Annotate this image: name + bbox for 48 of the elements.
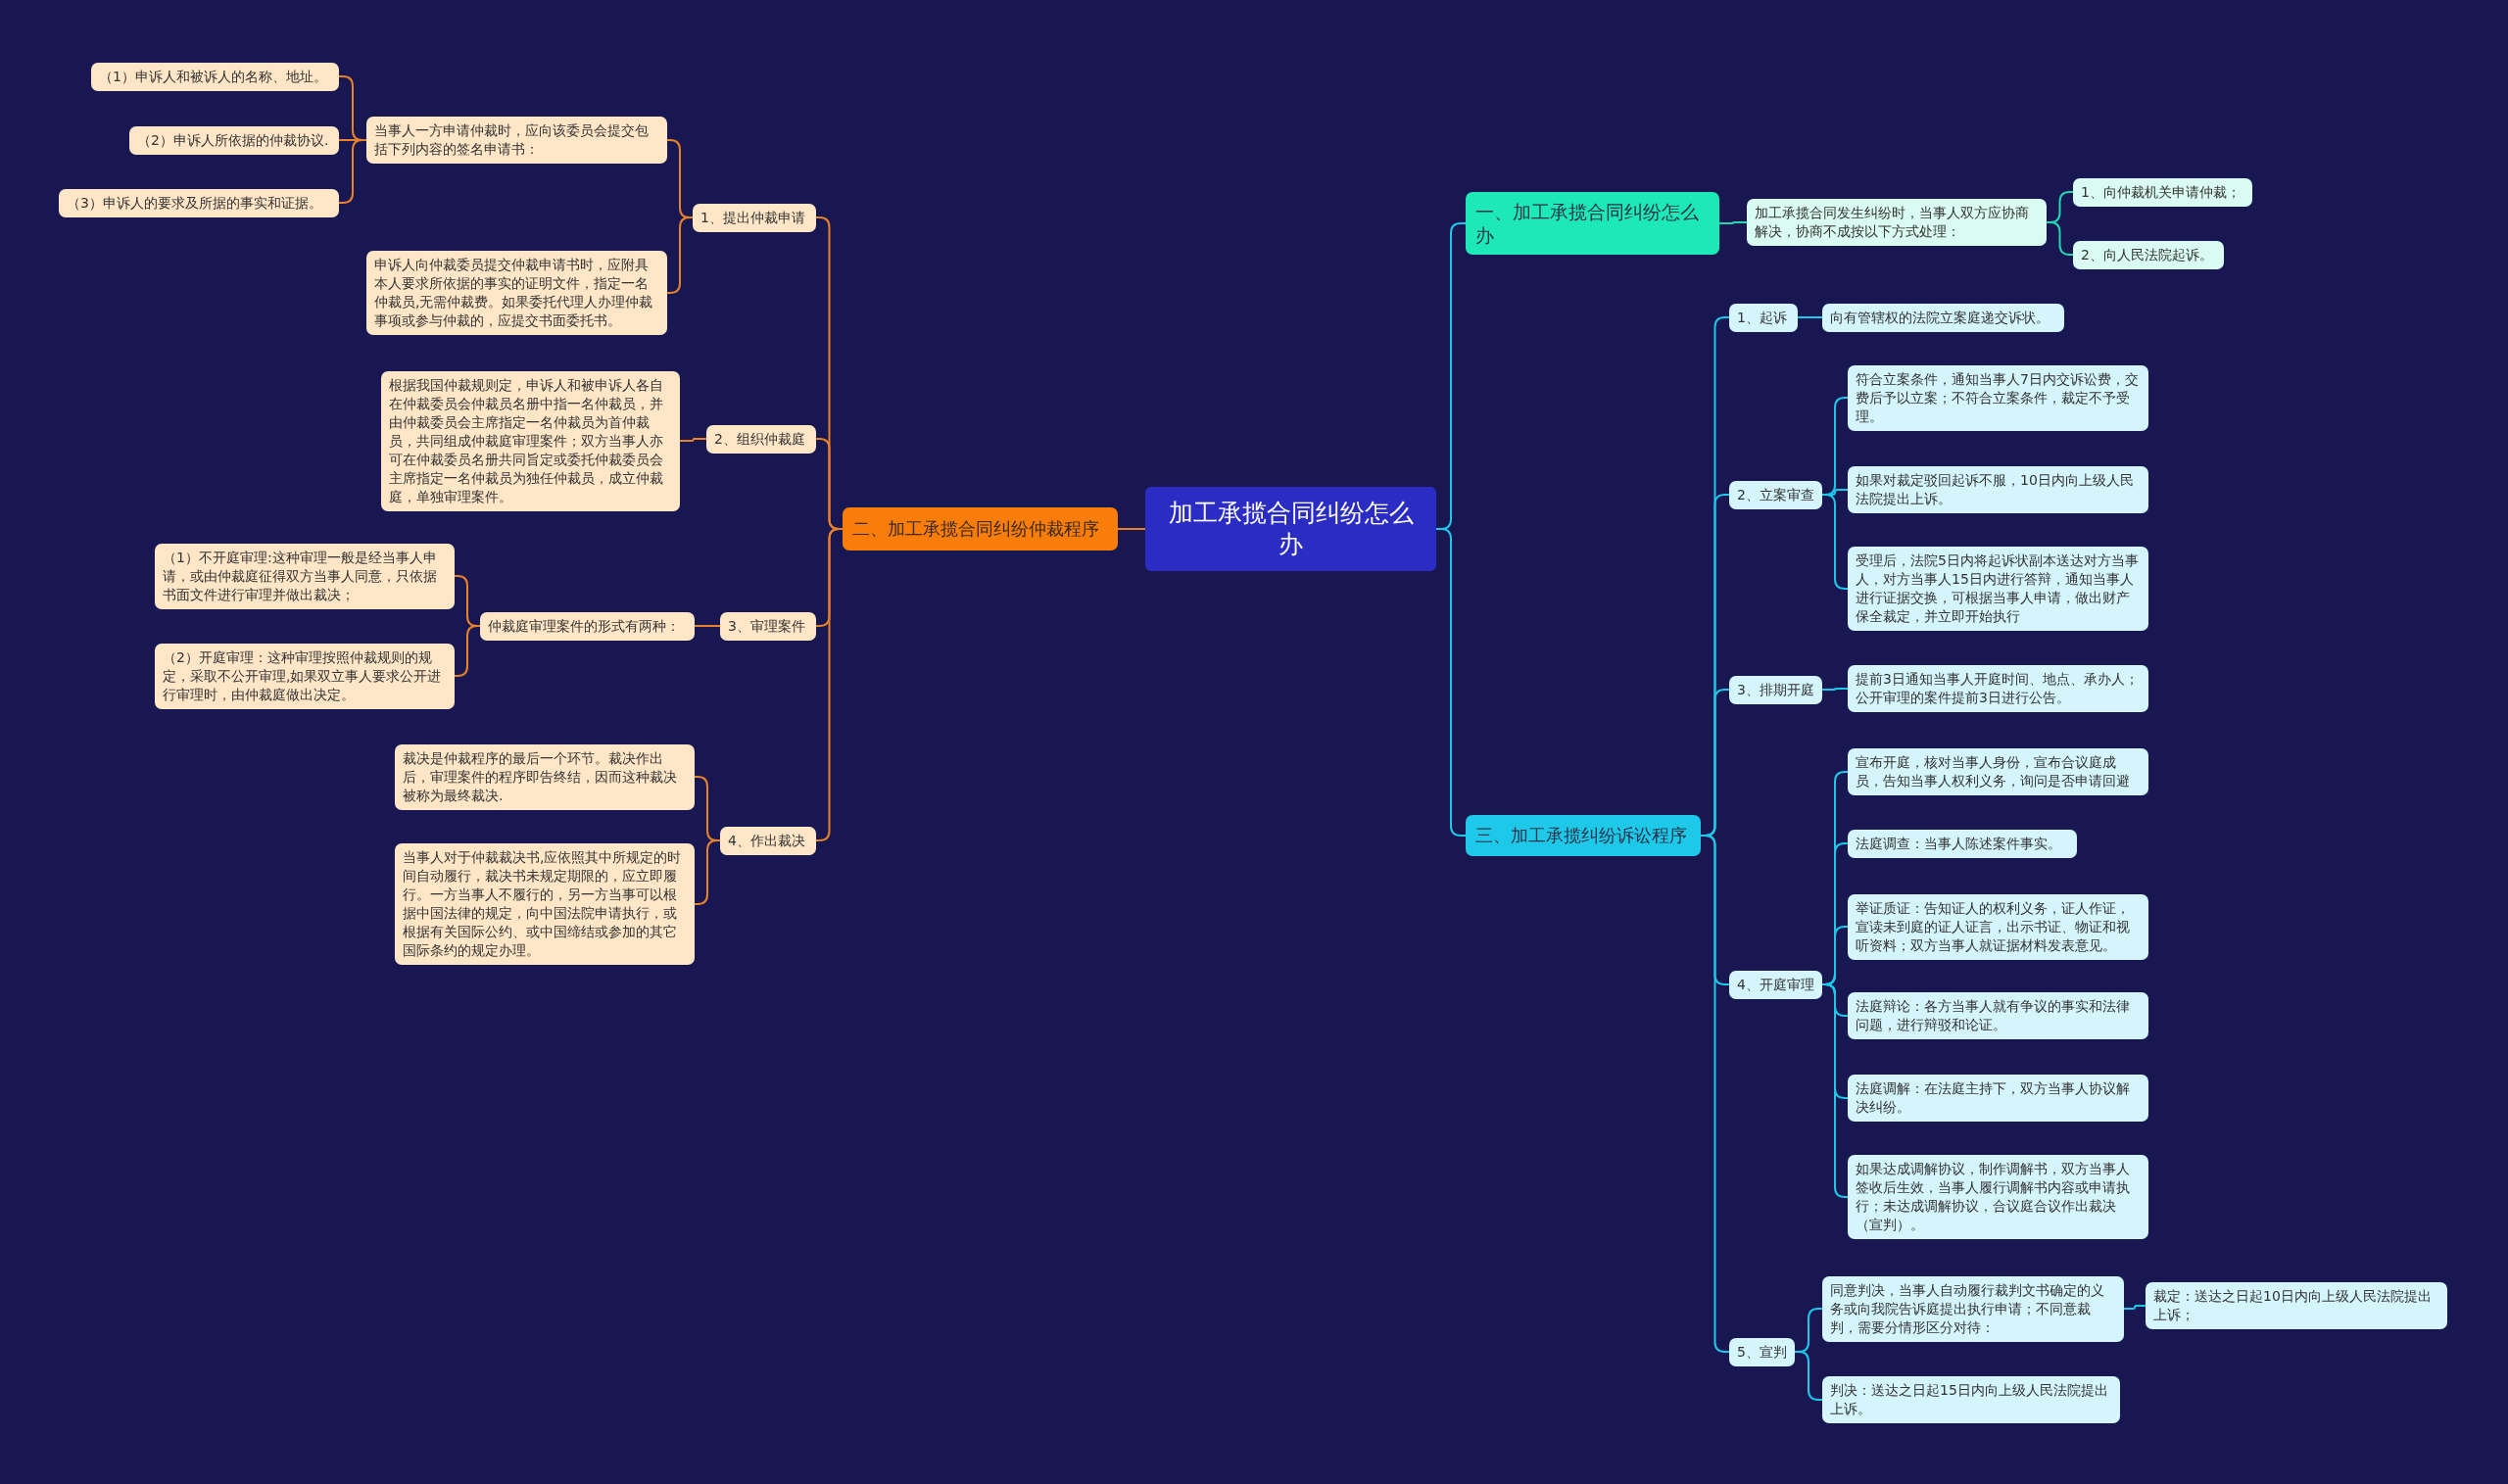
subtopic-box: 根据我国仲裁规则定，申诉人和被申诉人各自在仲裁委员会仲裁员名册中指一名仲裁员，并由仲裁委员会主席指定一名仲裁员为首仲裁员，共同组成仲裁庭审理案件；双方当事人亦可在仲裁委员名册共同旨定或委托仲裁委员会主席指定一名仲裁员为独任仲裁员，成立仲裁庭，单独审理案件。 <box>381 370 680 511</box>
subtopic-box: 宣布开庭，核对当事人身份，宣布合议庭成员，告知当事人权利义务，询问是否申请回避 <box>1848 748 2148 795</box>
connector-line <box>2123 1305 2146 1310</box>
subtopic-box: 符合立案条件，通知当事人7日内交诉讼费，交费后予以立案；不符合立案条件，裁定不予受理。 <box>1848 364 2148 431</box>
connector-line <box>1821 688 1849 691</box>
connector-line <box>694 625 721 627</box>
subtopic-box: 举证质证：告知证人的权利义务，证人作证，宣读未到庭的证人证言，出示书证、物证和视听资料；双方当事人就证据材料发表意见。 <box>1848 893 2148 960</box>
subtopic-box: 裁定：送达之日起10日内向上级人民法院提出上诉； <box>2146 1282 2447 1329</box>
subtopic-box: 向有管辖权的法院立案庭递交诉状。 <box>1822 303 2064 332</box>
subtopic-box: 4、开庭审理 <box>1729 970 1822 999</box>
connector-line <box>679 438 707 442</box>
subtopic-box: 4、作出裁决 <box>720 826 816 855</box>
subtopic-box: （1）不开庭审理:这种审理一般是经当事人申请，或由仲裁庭征得双方当事人同意，只依据书面文件进行审理并做出裁决； <box>155 543 455 609</box>
subtopic-box: 法庭调查：当事人陈述案件事实。 <box>1848 829 2077 858</box>
subtopic-box: （2）开庭审理：这种审理按照仲裁规则的规定，采取不公开审理,如果双立事人要求公开进行审理时，由仲裁庭做出决定。 <box>155 643 455 709</box>
subtopic-box: 5、宣判 <box>1729 1337 1795 1366</box>
subtopic-box: 1、起诉 <box>1729 303 1798 332</box>
subtopic-box: 同意判决，当事人自动履行裁判文书确定的义务或向我院告诉庭提出执行申请；不同意裁判，需要分情形区分对待： <box>1822 1275 2124 1342</box>
connector-line <box>1117 528 1146 530</box>
central-topic-box: 加工承揽合同纠纷怎么办 <box>1145 487 1436 571</box>
connector-line <box>1718 221 1748 224</box>
subtopic-box: 法庭辩论：各方当事人就有争议的事实和法律问题，进行辩驳和论证。 <box>1848 992 2148 1039</box>
subtopic-box: 3、审理案件 <box>720 611 816 641</box>
subtopic-box: 受理后，法院5日内将起诉状副本送达对方当事人，对方当事人15日内进行答辩，通知当事人进行证据交换，可根据当事人申请，做出财产保全裁定，并立即开始执行 <box>1848 547 2148 631</box>
subtopic-box: 3、排期开庭 <box>1729 675 1822 704</box>
subtopic-box: 1、向仲裁机关申请仲裁； <box>2073 177 2252 207</box>
subtopic-box: 法庭调解：在法庭主持下，双方当事人协议解决纠纷。 <box>1848 1075 2148 1122</box>
subtopic-box: 当事人对于仲裁裁决书,应依照其中所规定的时间自动履行，裁决书未规定期限的，应立即履行。一方当事人不履行的，另一方当事可以根据中国法律的规定，向中国法院申请执行，或根据有关国际公约、或中国缔结或参加的其它国际条约的规定办理。 <box>395 843 695 965</box>
subtopic-box: （2）申诉人所依据的仲裁协议. <box>129 125 339 155</box>
subtopic-box: 提前3日通知当事人开庭时间、地点、承办人；公开审理的案件提前3日进行公告。 <box>1848 665 2148 712</box>
subtopic-box: 2、立案审查 <box>1729 480 1822 509</box>
branch-topic-box: 三、加工承揽纠纷诉讼程序 <box>1466 815 1701 856</box>
subtopic-box: 如果对裁定驳回起诉不服，10日内向上级人民法院提出上诉。 <box>1848 466 2148 513</box>
branch-topic-box: 二、加工承揽合同纠纷仲裁程序 <box>843 507 1118 551</box>
subtopic-box: 2、向人民法院起诉。 <box>2073 240 2224 269</box>
branch-topic-box: 一、加工承揽合同纠纷怎么办 <box>1466 192 1719 255</box>
subtopic-box: 加工承揽合同发生纠纷时，当事人双方应协商解决，协商不成按以下方式处理： <box>1747 199 2047 246</box>
subtopic-box: 2、组织仲裁庭 <box>706 424 816 454</box>
subtopic-box: 申诉人向仲裁委员提交仲裁申请书时，应附具本人要求所依据的事实的证明文件，指定一名仲裁员,无需仲裁费。如果委托代理人办理仲裁事项或参与仲裁的，应提交书面委托书。 <box>366 251 667 335</box>
subtopic-box: （1）申诉人和被诉人的名称、地址。 <box>91 62 339 91</box>
subtopic-box: 当事人一方申请仲裁时，应向该委员会提交包括下列内容的签名申请书： <box>366 117 667 164</box>
subtopic-box: （3）申诉人的要求及所据的事实和证据。 <box>59 188 339 217</box>
subtopic-box: 裁决是仲裁程序的最后一个环节。裁决作出后，审理案件的程序即告终结，因而这种裁决被称为最终裁决. <box>395 743 695 810</box>
subtopic-box: 仲裁庭审理案件的形式有两种： <box>480 611 695 641</box>
subtopic-box: 1、提出仲裁申请 <box>693 203 816 232</box>
subtopic-box: 如果达成调解协议，制作调解书，双方当事人签收后生效，当事人履行调解书内容或申请执行；未达成调解协议，合议庭合议作出裁决（宣判）。 <box>1848 1155 2148 1239</box>
subtopic-box: 判决：送达之日起15日内向上级人民法院提出上诉。 <box>1822 1376 2120 1423</box>
connector-line <box>1797 316 1823 318</box>
